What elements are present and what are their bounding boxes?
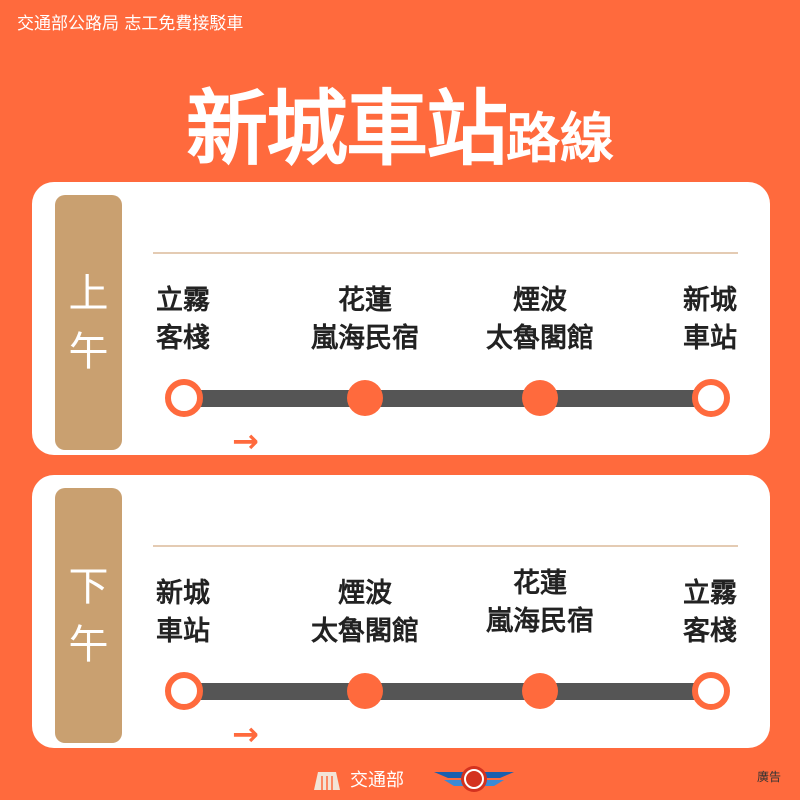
stop-dot [692,379,730,417]
page-title: 新城車站路線 [0,62,800,181]
stop-label: 花蓮嵐海民宿 [455,565,625,641]
divider [153,545,738,547]
stop-line: 煙波 [513,285,567,316]
period-char: 上 [68,270,109,317]
highway-bureau-logo-icon [434,766,514,792]
stop-line: 客棧 [156,323,210,354]
divider [153,252,738,254]
stop-line: 花蓮 [513,568,567,599]
ministry-name: 交通部 [350,770,404,791]
stop-line: 車站 [683,323,737,354]
ministry-building-icon [314,772,340,790]
route-card: 下午 新城車站 煙波太魯閣館 花蓮嵐海民宿 立霧客棧 → [32,475,770,753]
route-line [182,683,712,700]
stop-line: 煙波 [338,578,392,609]
direction-arrow-icon: → [232,422,259,460]
stop-line: 新城 [156,578,210,609]
stop-dot [522,673,558,709]
stop-line: 太魯閣館 [311,616,419,647]
stop-label: 新城車站 [98,575,268,651]
stop-line: 立霧 [156,285,210,316]
period-char: 午 [68,328,109,375]
stop-label: 立霧客棧 [625,575,795,651]
title-suffix: 路線 [506,107,614,170]
stop-label: 煙波太魯閣館 [455,282,625,358]
header-text: 交通部公路局 志工免費接駁車 [17,14,244,34]
stop-line: 嵐海民宿 [311,323,419,354]
stop-line: 花蓮 [338,285,392,316]
stop-line: 新城 [683,285,737,316]
stop-line: 嵐海民宿 [486,606,594,637]
title-main: 新城車站 [185,82,508,177]
stop-label: 新城車站 [625,282,795,358]
stop-dot [165,672,203,710]
ad-label: 廣告 [757,770,782,784]
stop-dot [165,379,203,417]
period-char: 下 [68,563,109,610]
period-tag: 下午 [55,488,122,743]
stop-dot [347,673,383,709]
stop-dot [347,380,383,416]
ministry-logo: 交通部 [312,764,514,794]
stop-line: 車站 [156,616,210,647]
stop-line: 客棧 [683,616,737,647]
direction-arrow-icon: → [232,715,259,753]
stop-line: 太魯閣館 [486,323,594,354]
stop-dot [522,380,558,416]
stop-label: 花蓮嵐海民宿 [280,282,450,358]
stop-label: 立霧客棧 [98,282,268,358]
stop-line: 立霧 [683,578,737,609]
stop-label: 煙波太魯閣館 [280,575,450,651]
stop-dot [692,672,730,710]
route-line [182,390,712,407]
period-tag: 上午 [55,195,122,450]
period-char: 午 [68,621,109,668]
route-card: 上午 立霧客棧 花蓮嵐海民宿 煙波太魯閣館 新城車站 → [32,182,770,460]
